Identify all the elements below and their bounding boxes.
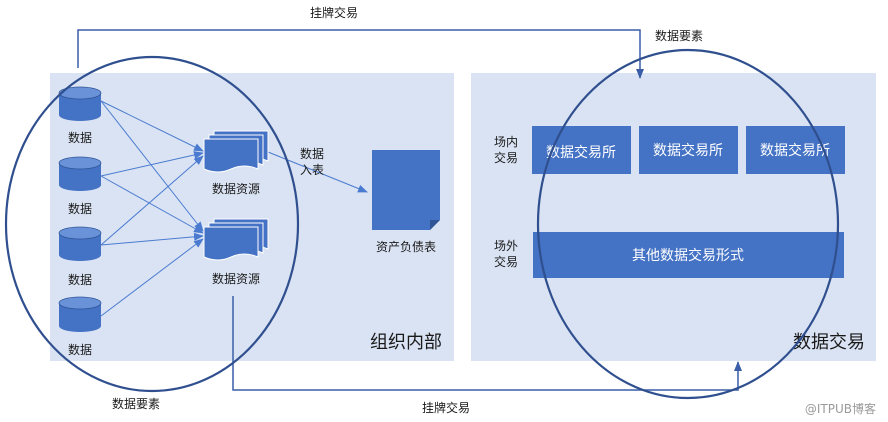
data-cylinder-4	[58, 296, 102, 332]
data-label-4: 数据	[68, 342, 92, 357]
flow-label-line2: 入表	[300, 163, 324, 177]
offsite-label-line2: 交易	[494, 254, 518, 269]
watermark-text: @ITPUB博客	[805, 401, 876, 416]
data-resource-stack-1	[203, 130, 269, 173]
top-arrow-label: 挂牌交易	[310, 5, 358, 20]
to-balance-sheet-arrow	[267, 151, 368, 193]
onsite-label-line1: 场内	[494, 135, 518, 149]
data-cylinder-1	[58, 86, 102, 121]
data-cylinder-2	[58, 156, 102, 191]
top-listing-connector	[77, 29, 644, 79]
exchange-box-1-label: 数据交易所	[546, 144, 616, 161]
offsite-label-line1: 场外	[494, 239, 518, 253]
data-label-2: 数据	[68, 201, 92, 216]
flow-label-line1: 数据	[300, 146, 324, 161]
data-label-1: 数据	[68, 130, 92, 145]
data-resource-label-1: 数据资源	[212, 181, 260, 196]
other-forms-label: 其他数据交易形式	[632, 247, 744, 264]
balance-sheet-fold	[430, 220, 440, 230]
data-cylinder-3	[58, 226, 102, 261]
exchange-box-3-label: 数据交易所	[760, 142, 830, 159]
data-to-resource-arrows	[100, 100, 204, 317]
bottom-left-label: 数据要素	[112, 396, 160, 411]
exchange-box-2	[639, 126, 738, 174]
data-resource-stack-2	[203, 218, 269, 261]
data-resource-label-2: 数据资源	[212, 271, 260, 286]
balance-sheet-label: 资产负债表	[376, 240, 436, 254]
onsite-label-line2: 交易	[494, 150, 518, 165]
other-forms-box	[533, 232, 844, 278]
top-right-label: 数据要素	[655, 28, 703, 43]
right-data-elements-ellipse	[536, 48, 840, 400]
exchange-box-1	[532, 126, 631, 174]
data-label-3: 数据	[68, 272, 92, 287]
bottom-listing-connector	[232, 296, 742, 391]
left-panel-title: 组织内部	[370, 332, 442, 353]
balance-sheet-document	[372, 150, 440, 230]
exchange-box-2-label: 数据交易所	[653, 142, 723, 159]
right-panel-title: 数据交易	[793, 332, 865, 353]
left-data-elements-ellipse	[4, 55, 300, 393]
bottom-arrow-label: 挂牌交易	[422, 400, 470, 415]
